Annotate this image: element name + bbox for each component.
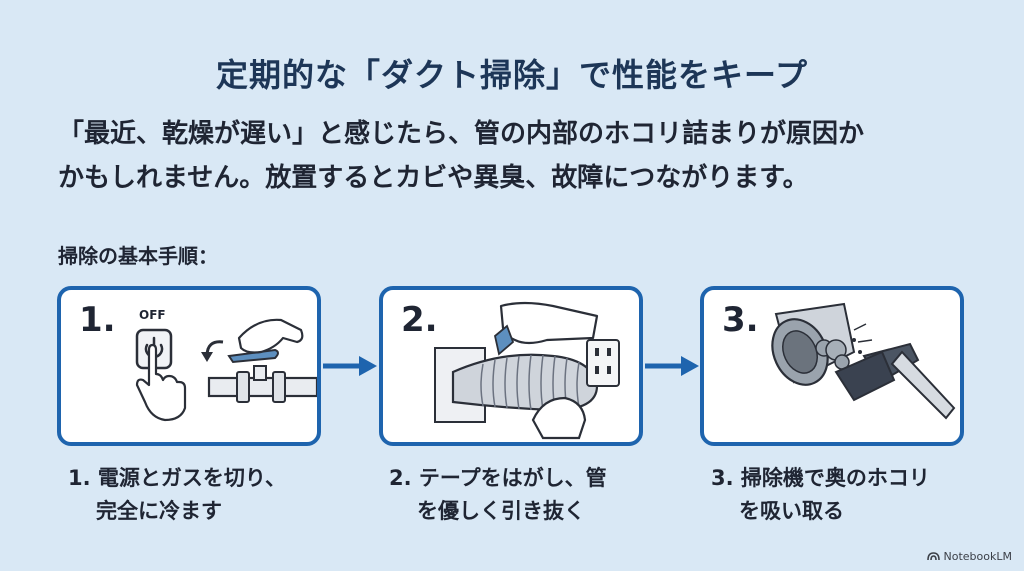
step-card-3: 3. bbox=[700, 286, 964, 446]
next-step-arrow-icon bbox=[323, 356, 377, 376]
step-1-caption: 1. 電源とガスを切り、 完全に冷ます bbox=[68, 462, 286, 528]
step-3-caption-line-1: 3. 掃除機で奥のホコリ bbox=[711, 466, 930, 490]
step-3-caption: 3. 掃除機で奥のホコリ を吸い取る bbox=[711, 462, 930, 528]
notebooklm-watermark: NotebookLM bbox=[926, 550, 1012, 563]
step-card-2: 2. bbox=[379, 286, 643, 446]
next-step-arrow-icon bbox=[645, 356, 699, 376]
step-1-illustration bbox=[135, 318, 317, 422]
step-3-caption-line-2: を吸い取る bbox=[739, 499, 844, 523]
dust-cloud-icon bbox=[815, 323, 873, 387]
tape-peeling-hand-icon bbox=[494, 301, 599, 440]
wall-outlet-icon bbox=[586, 339, 620, 387]
step-2-illustration bbox=[434, 301, 620, 440]
turn-arrow-icon bbox=[201, 340, 224, 362]
vacuum-nozzle-icon bbox=[834, 342, 956, 420]
intro-text: 「最近、乾燥が遅い」と感じたら、管の内部のホコリ詰まりが原因か かもしれません。… bbox=[58, 112, 988, 200]
step-3-illustration bbox=[771, 302, 956, 420]
notebooklm-logo-icon bbox=[926, 552, 940, 561]
step-2-number: 2. bbox=[401, 300, 438, 340]
steps-heading: 掃除の基本手順： bbox=[58, 244, 218, 268]
step-1-caption-line-2: 完全に冷ます bbox=[96, 499, 222, 523]
gas-valve-icon bbox=[207, 318, 317, 403]
intro-line-2: かもしれません。放置するとカビや異臭、故障につながります。 bbox=[58, 163, 809, 193]
step-3-number: 3. bbox=[722, 300, 759, 340]
duct-interior-icon bbox=[771, 302, 856, 386]
duct-hose-icon bbox=[451, 353, 599, 412]
intro-line-1: 「最近、乾燥が遅い」と感じたら、管の内部のホコリ詰まりが原因か bbox=[58, 119, 865, 149]
watermark-text: NotebookLM bbox=[943, 550, 1012, 563]
step-2-caption: 2. テープをはがし、管 を優しく引き抜く bbox=[389, 462, 607, 528]
page-title: 定期的な「ダクト掃除」で性能をキープ bbox=[215, 56, 809, 94]
step-card-1: 1. OFF bbox=[57, 286, 321, 446]
step-2-caption-line-1: 2. テープをはがし、管 bbox=[389, 466, 607, 490]
off-label: OFF bbox=[139, 308, 166, 322]
step-1-caption-line-1: 1. 電源とガスを切り、 bbox=[68, 466, 287, 490]
step-1-number: 1. bbox=[79, 300, 116, 340]
step-2-caption-line-2: を優しく引き抜く bbox=[417, 499, 585, 523]
hand-pressing-icon bbox=[135, 343, 187, 422]
